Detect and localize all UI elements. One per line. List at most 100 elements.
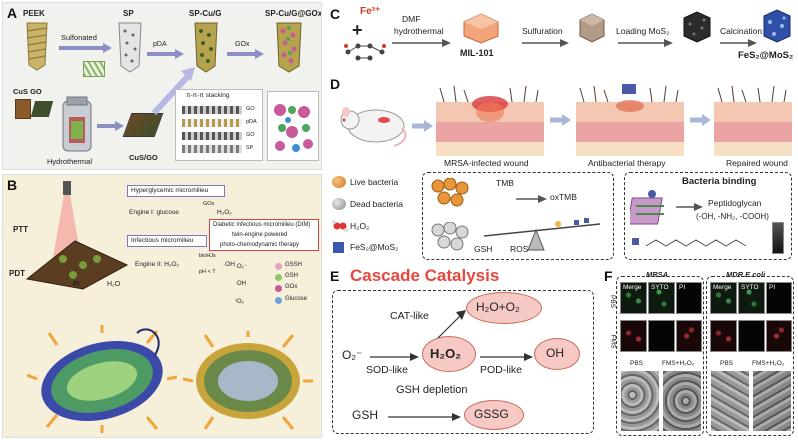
sulfonated-label: Sulfonated [61, 33, 97, 42]
sulfuration-label: Sulfuration [522, 26, 563, 36]
vial-icon [772, 222, 784, 254]
stack-layer [182, 145, 242, 153]
engine2-over: bioHJs [199, 253, 216, 259]
glucose-dot [275, 297, 282, 304]
engine2-prefix: Engine II: H₂O₂ [135, 261, 180, 268]
stack-layer-label: GO [246, 132, 255, 138]
col-label: SYTO [651, 284, 669, 291]
engine1-product: H₂O₂ [217, 209, 232, 216]
oh-circle [534, 338, 580, 370]
sulfurized-cube-icon [579, 13, 605, 43]
panel-b-label: B [7, 177, 18, 193]
cascade-box [332, 290, 594, 434]
mil101-label: MIL-101 [460, 48, 494, 58]
micro-mrsa-fms-merge [620, 320, 647, 352]
gox-detail [267, 91, 319, 161]
hyperglycemic-label: Hyperglycemic micromilieu [131, 187, 209, 194]
arrow-icon [522, 39, 569, 47]
hydrothermal-c-label: hydrothermal [394, 26, 444, 36]
cat-label: CAT-like [390, 310, 429, 322]
dim-line: Diabetic infectious micromilieu (DIM) [213, 222, 311, 228]
gox-label: GOx [235, 41, 250, 48]
arrow-icon [550, 114, 571, 126]
loaded-cube-icon [683, 11, 711, 43]
sp-screw-icon [118, 22, 142, 73]
stack-layer-label: GO [246, 106, 255, 112]
pod-label: POD-like [480, 364, 523, 376]
sem-mrsa-fms [662, 370, 702, 432]
h2o2-molecule-icon [332, 220, 348, 232]
legend-item: Glucose [285, 296, 308, 302]
cascade-title: Cascade Catalysis [350, 266, 500, 285]
panel-c: C Fe³⁺ + DMF hydrothermal MIL-101 Sulfur… [326, 2, 796, 70]
sem-mdr-fms [752, 370, 792, 432]
gsh-label: GSH [474, 244, 493, 254]
arrow-icon [676, 203, 703, 211]
pdt-label: PDT [9, 269, 25, 278]
product-label: FeS₂@MoS₂ [738, 50, 794, 61]
arrow-icon [412, 120, 433, 132]
h2o-o2-label: H₂O+O₂ [476, 300, 520, 314]
peek-screw-icon [26, 22, 48, 71]
product-cube-icon [763, 9, 791, 43]
panel-d-label: D [330, 76, 341, 92]
sp-cu-g-screw-icon [194, 22, 218, 73]
dead-cluster-icon [431, 222, 469, 251]
oh-label: OH [546, 346, 564, 360]
tmb-label: TMB [496, 178, 514, 188]
binding-title: Bacteria binding [682, 176, 757, 187]
cus-go-label: CuS GO [13, 87, 42, 96]
h2o2-circle [422, 336, 476, 372]
stage2-label: Antibacterial therapy [588, 158, 666, 168]
peptidoglycan-label: Peptidoglycan [708, 198, 762, 208]
arrow-icon [618, 39, 673, 47]
graphene-lattice [83, 61, 105, 77]
dmf-label: DMF [402, 14, 421, 24]
gssh-dot [275, 263, 282, 270]
arrow-icon [147, 49, 184, 59]
micro-mdr-fms-syto [738, 320, 765, 352]
legend-item: GOx [285, 284, 298, 290]
arrow-icon [59, 43, 112, 53]
bacterium-illustration-right [183, 331, 313, 430]
arrow-icon [516, 195, 547, 203]
gsh-dot [275, 274, 282, 281]
panel-f-label: F [604, 268, 613, 284]
row-label-pbs: PBS [609, 294, 617, 309]
arrow-icon [720, 39, 757, 47]
panel-a-label: A [7, 5, 18, 21]
micro-mdr-pbs-merge: Merge [710, 282, 737, 314]
arrow-up-icon [151, 67, 195, 116]
legend-symbol: ·O₂⁻ [235, 264, 248, 270]
gsh-e-label: GSH [352, 408, 379, 422]
arrow-icon [388, 413, 461, 421]
arrow-icon [392, 39, 451, 47]
h2o-o2-circle [466, 292, 542, 324]
stack-layer [182, 119, 242, 127]
ros-label: ROS [510, 244, 529, 254]
sem-label: FMS+H₂O₂ [662, 360, 695, 367]
micro-mrsa-fms-syto [648, 320, 675, 352]
mdr-label: MDR E.coli [726, 270, 766, 279]
sem-mrsa-pbs [620, 370, 660, 432]
col-label: SYTO [741, 284, 759, 291]
legend-symbol: ¹O₂ [235, 299, 244, 305]
infectious-box: Infectious micromilieu [127, 235, 207, 247]
dead-bacteria-icon [332, 198, 346, 210]
engine1-over: GOx [203, 201, 215, 207]
infectious-label: Infectious micromilieu [131, 237, 194, 244]
autoclave-icon [62, 96, 92, 152]
sem-label: PBS [720, 360, 734, 367]
sod-label: SOD-like [366, 364, 409, 376]
fe-label: Fe³⁺ [360, 6, 381, 17]
panel-e: E Cascade Catalysis O₂⁻ SOD-like H₂O₂ CA… [326, 266, 598, 438]
sp-label: SP [123, 9, 134, 18]
panel-d: D MRSA-infected wound Antibacterial ther… [326, 72, 796, 264]
gssg-label: GSSG [474, 407, 509, 421]
skin-repaired [714, 85, 792, 156]
legend-item: GSSH [285, 262, 303, 268]
legend-h2o2: H₂O₂ [350, 221, 370, 231]
sem-mdr-pbs [710, 370, 750, 432]
panel-e-label: E [330, 268, 340, 284]
engine1-prefix: Engine I: glucose [129, 209, 179, 216]
